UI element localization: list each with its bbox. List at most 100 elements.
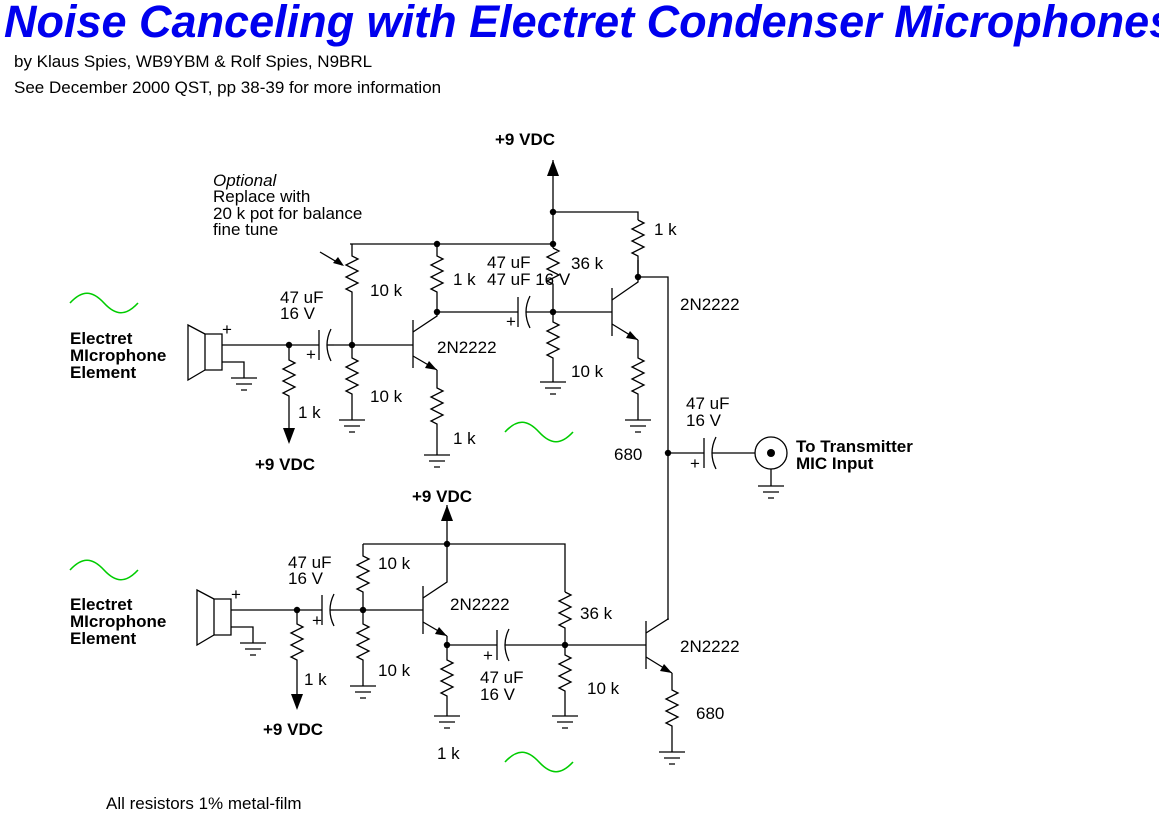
resistor-680-top (630, 340, 646, 420)
resistor-680-bottom (664, 673, 680, 752)
resistor-1k-q2-collector (630, 219, 646, 278)
note-line-3: fine tune (213, 220, 278, 239)
transistor-q3-collector (422, 544, 448, 599)
label-cap-mid: 47 uF (487, 253, 530, 272)
output-jack-pin (767, 449, 775, 457)
wire-q3e-cap (446, 636, 497, 646)
label-q3: 2N2222 (450, 595, 510, 614)
wire-output-bus (638, 276, 669, 620)
stage-signal-wave (504, 751, 574, 773)
reference-note: See December 2000 QST, pp 38-39 for more… (14, 78, 442, 97)
label-r36k-bottom: 36 k (580, 604, 613, 623)
label-r36k-top: 36 k (571, 254, 604, 273)
note-title: Optional (213, 171, 278, 190)
rail-bottom (363, 543, 566, 592)
label-cap-bottom-mid: 47 uF (480, 668, 523, 687)
resistor-10k-top (344, 244, 360, 345)
supply-label-bottom: +9 VDC (412, 487, 472, 506)
resistor-36k-top (545, 247, 561, 312)
transistor-q1-emitter-arrow (425, 361, 437, 370)
note-line-2: 20 k pot for balance (213, 204, 362, 223)
mic-top-line-3: Element (70, 363, 136, 382)
supply-arrow-top (547, 160, 559, 176)
supply-label-mic-top: +9 VDC (255, 455, 315, 474)
transistor-q2-collector (611, 260, 639, 301)
label-q4: 2N2222 (680, 637, 740, 656)
ground-symbol (339, 419, 365, 433)
ground-symbol (350, 685, 376, 699)
label-r-mic-bottom: 1 k (304, 670, 327, 689)
ground-symbol (434, 715, 460, 729)
resistor-10k-q2-bias (545, 312, 561, 382)
mic-plus: + (222, 320, 232, 339)
stage-signal-wave (504, 421, 574, 443)
byline: by Klaus Spies, WB9YBM & Rolf Spies, N9B… (14, 52, 373, 71)
label-cap-out: 47 uF (686, 394, 729, 413)
transistor-q3-emitter-arrow (435, 627, 447, 636)
ground-symbol (240, 642, 266, 656)
resistor-10k-bottom-top (355, 544, 371, 610)
ground-symbol (424, 454, 450, 468)
page-title: Noise Canceling with Electret Condenser … (4, 0, 1159, 47)
supply-label-mic-bottom: +9 VDC (263, 720, 323, 739)
label-cap-out-voltage: 16 V (686, 411, 722, 430)
ground-symbol (231, 377, 257, 391)
transistor-q4-collector (645, 618, 669, 634)
cap-plus: + (690, 454, 700, 473)
label-cap-bottom-mid-voltage: 16 V (480, 685, 516, 704)
mic-element-top-body (204, 333, 223, 371)
mic-ground-wire-bottom (231, 626, 254, 643)
output-line-2: MIC Input (796, 454, 874, 473)
label-r-q2c: 1 k (654, 220, 677, 239)
label-cap-in-top-voltage: 16 V (280, 304, 316, 323)
mic-bottom-line-1: Electret (70, 595, 133, 614)
label-r-q1e: 1 k (453, 429, 476, 448)
label-q2: 2N2222 (680, 295, 740, 314)
label-r680-bottom: 680 (696, 704, 724, 723)
resistor-1k-mic-bottom (289, 610, 305, 708)
ground-symbol (552, 715, 578, 729)
output-line-1: To Transmitter (796, 437, 913, 456)
note-pointer-arrow (333, 257, 344, 266)
input-signal-wave (69, 559, 139, 581)
label-cap-in-bottom: 47 uF (288, 553, 331, 572)
label-r-q2-bias: 10 k (571, 362, 604, 381)
label-cap-in-top: 47 uF (280, 288, 323, 307)
transistor-q1-collector (412, 312, 438, 333)
rail-top-right (553, 211, 639, 220)
mic-element-top-cone (187, 323, 206, 382)
ground-symbol (758, 485, 784, 499)
transistor-q4-emitter-arrow (660, 664, 672, 673)
ground-symbol (659, 751, 685, 765)
mic-element-bottom-body (213, 598, 232, 636)
resistor-10k-q1-bias (344, 345, 360, 420)
supply-arrow-down-top (283, 428, 295, 444)
label-q1: 2N2222 (437, 338, 497, 357)
cap-plus: + (506, 312, 516, 331)
supply-arrow-bottom (441, 505, 453, 521)
transistor-q2-emitter-arrow (626, 331, 638, 340)
resistor-10k-q4-bias (557, 645, 573, 716)
label-r680-top: 680 (614, 445, 642, 464)
mic-plus: + (231, 585, 241, 604)
mic-top-line-2: MIcrophone (70, 346, 166, 365)
supply-label-top: +9 VDC (495, 130, 555, 149)
resistor-36k-bottom (557, 591, 573, 645)
label-r-q1-bias: 10 k (370, 387, 403, 406)
resistor-1k-mic-top (281, 345, 297, 442)
label-cap-mid-voltage: 47 uF 16 V (487, 270, 571, 289)
ground-symbol (540, 381, 566, 395)
resistor-1k-q1-emitter (429, 370, 445, 455)
resistor-1k-q3-emitter (439, 645, 455, 716)
mic-ground-wire-top (222, 361, 245, 378)
cap-plus: + (306, 345, 316, 364)
label-r-q1c: 1 k (453, 270, 476, 289)
input-signal-wave (69, 292, 139, 314)
label-r-q3e: 1 k (437, 744, 460, 763)
label-r1: 10 k (370, 281, 403, 300)
note-line-1: Replace with (213, 187, 310, 206)
junction-dot (549, 208, 557, 216)
resistor-10k-bottom-q3-bias (355, 610, 371, 686)
label-r-q4-bias: 10 k (587, 679, 620, 698)
